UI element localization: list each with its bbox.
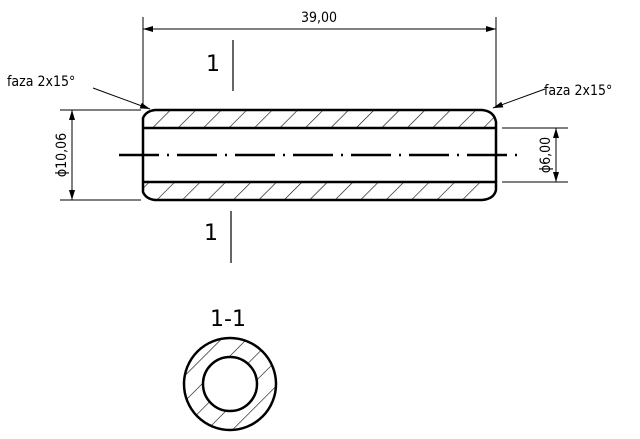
section-mark-bottom: 1 bbox=[204, 211, 232, 263]
chamfer-left-text: faza 2x15° bbox=[7, 74, 75, 90]
longitudinal-section bbox=[119, 108, 521, 202]
top-wall-hatch bbox=[143, 110, 496, 128]
section-mark-bottom-label: 1 bbox=[204, 221, 218, 246]
section-title: 1-1 bbox=[210, 307, 246, 332]
section-mark-top-label: 1 bbox=[206, 52, 220, 77]
chamfer-right-annotation: faza 2x15° bbox=[492, 83, 612, 109]
section-mark-top: 1 bbox=[206, 40, 234, 91]
chamfer-left-annotation: faza 2x15° bbox=[7, 74, 151, 110]
outer-contour bbox=[141, 108, 498, 202]
outer-diameter-text: ϕ10,06 bbox=[54, 133, 70, 177]
length-dimension-text: 39,00 bbox=[301, 10, 337, 26]
cross-section-ring-hatch bbox=[184, 338, 277, 430]
inner-diameter-dimension: ϕ6,00 bbox=[502, 127, 568, 183]
cross-section-inner-circle bbox=[201, 355, 259, 413]
inner-diameter-text: ϕ6,00 bbox=[538, 137, 554, 173]
bottom-wall-hatch bbox=[143, 182, 496, 200]
length-dimension: 39,00 bbox=[142, 10, 497, 108]
chamfer-right-text: faza 2x15° bbox=[544, 83, 612, 99]
cross-section-1-1: 1-1 bbox=[182, 307, 278, 432]
outer-diameter-dimension: ϕ10,06 bbox=[54, 109, 141, 201]
cross-section-outer-circle bbox=[182, 336, 278, 432]
